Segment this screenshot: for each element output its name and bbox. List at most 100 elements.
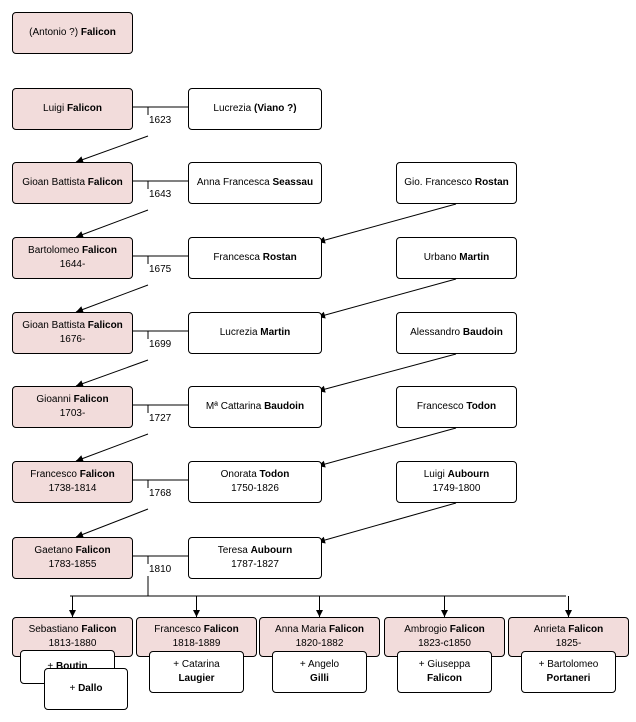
- dates-line: 1676-: [60, 333, 86, 347]
- surname: Falicon: [73, 394, 109, 405]
- given-name: Urbano: [423, 252, 460, 263]
- given-name: Bartolomeo: [547, 659, 599, 670]
- given-name: (Antonio ?): [29, 27, 81, 38]
- dates-line: 1749-1800: [433, 482, 481, 496]
- surname: Portaneri: [546, 673, 591, 684]
- given-name: Sebastiano: [28, 624, 82, 635]
- plus-sign: +: [538, 659, 548, 670]
- surname: Todon: [466, 401, 497, 412]
- given-name: Francesco: [30, 469, 80, 480]
- surname: Falicon: [75, 545, 111, 556]
- plus-sign: +: [69, 683, 79, 694]
- name-line: Teresa Aubourn: [218, 544, 292, 558]
- given-name: Luigi: [43, 103, 67, 114]
- life-dates: 1644-: [59, 259, 86, 270]
- surname-line: Gilli: [310, 672, 329, 686]
- spouse-box: Lucrezia (Viano ?): [188, 88, 322, 130]
- daughter-arrow: [317, 502, 457, 543]
- name-line: Gio. Francesco Rostan: [404, 176, 509, 190]
- surname-line: Falicon: [427, 672, 462, 686]
- given-name: Giuseppa: [427, 659, 471, 670]
- given-name: Alessandro: [410, 327, 463, 338]
- dates-line: 1787-1827: [231, 558, 279, 572]
- surname: Dallo: [78, 683, 103, 694]
- spouse-box: Francesca Rostan: [188, 237, 322, 279]
- given-name: Gioan Battista: [22, 177, 88, 188]
- arrow-head: [316, 610, 323, 617]
- spouse-name-line: + Giuseppa: [419, 658, 470, 672]
- descent-arrow: [75, 209, 149, 238]
- plus-sign: +: [173, 659, 182, 670]
- dates-line: 1818-1889: [173, 637, 221, 651]
- life-dates: 1783-1855: [48, 559, 97, 570]
- surname: Rostan: [262, 252, 297, 263]
- descent-arrow: [75, 359, 149, 387]
- given-name: Mª Cattarina: [205, 401, 265, 412]
- falicon-ancestor-box: (Antonio ?) Falicon: [12, 12, 133, 54]
- dates-line: 1825-: [556, 637, 582, 651]
- spouse-father-box: Alessandro Baudoin: [396, 312, 517, 354]
- given-name: Gio. Francesco: [404, 177, 475, 188]
- child-box: Ambrogio Falicon 1823-c1850: [384, 617, 505, 657]
- descent-arrow: [75, 433, 149, 462]
- given-name: Ambrogio: [404, 624, 450, 635]
- given-name: Anna Maria: [275, 624, 329, 635]
- surname: Gilli: [310, 673, 329, 684]
- surname: Falicon: [80, 27, 116, 38]
- surname: Falicon: [203, 624, 239, 635]
- surname: Falicon: [79, 469, 115, 480]
- arrow-head: [76, 156, 84, 163]
- spouse-box: Lucrezia Martin: [188, 312, 322, 354]
- marriage-year: 1727: [147, 413, 174, 425]
- plus-sign: +: [299, 659, 308, 670]
- name-line: Luigi Aubourn: [424, 468, 490, 482]
- name-line: Mª Cattarina Baudoin: [206, 400, 304, 414]
- life-dates: 1823-c1850: [418, 638, 471, 649]
- surname: Falicon: [87, 320, 123, 331]
- surname: Baudoin: [462, 327, 503, 338]
- surname: Boutin: [55, 661, 88, 672]
- life-dates: 1820-1882: [295, 638, 344, 649]
- daughter-arrow: [317, 353, 457, 392]
- marriage-year: 1675: [147, 264, 174, 276]
- spouse-name-line: + Catarina: [173, 658, 219, 672]
- given-name: Onorata: [220, 469, 260, 480]
- marriage-year: 1699: [147, 339, 174, 351]
- falicon-ancestor-box: Luigi Falicon: [12, 88, 133, 130]
- marriage-year: 1623: [147, 115, 174, 127]
- spouse-name-line: + Bartolomeo: [539, 658, 599, 672]
- dates-line: 1750-1826: [231, 482, 279, 496]
- name-line: Alessandro Baudoin: [410, 326, 503, 340]
- life-dates: 1750-1826: [231, 483, 279, 494]
- name-line: Urbano Martin: [424, 251, 490, 265]
- surname-line: Portaneri: [547, 672, 591, 686]
- surname: Falicon: [81, 245, 117, 256]
- arrow-head: [76, 231, 84, 238]
- surname: Falicon: [568, 624, 604, 635]
- spouse-box: Anna Francesca Seassau: [188, 162, 322, 204]
- given-name: Teresa: [217, 545, 251, 556]
- plus-sign: +: [418, 659, 428, 670]
- given-name: Francesco: [416, 401, 467, 412]
- arrow-head: [193, 610, 200, 617]
- name-line: Anrieta Falicon: [534, 623, 603, 637]
- dates-line: 1783-1855: [49, 558, 97, 572]
- child-spouse-box: + Angelo Gilli: [272, 651, 367, 693]
- arrow-head: [76, 306, 84, 313]
- descent-arrow: [75, 284, 149, 313]
- name-line: Sebastiano Falicon: [29, 623, 117, 637]
- life-dates: 1818-1889: [172, 638, 221, 649]
- life-dates: 1703-: [59, 408, 86, 419]
- surname: Falicon: [449, 624, 485, 635]
- name-line: Francesco Todon: [417, 400, 496, 414]
- dates-line: 1644-: [60, 258, 86, 272]
